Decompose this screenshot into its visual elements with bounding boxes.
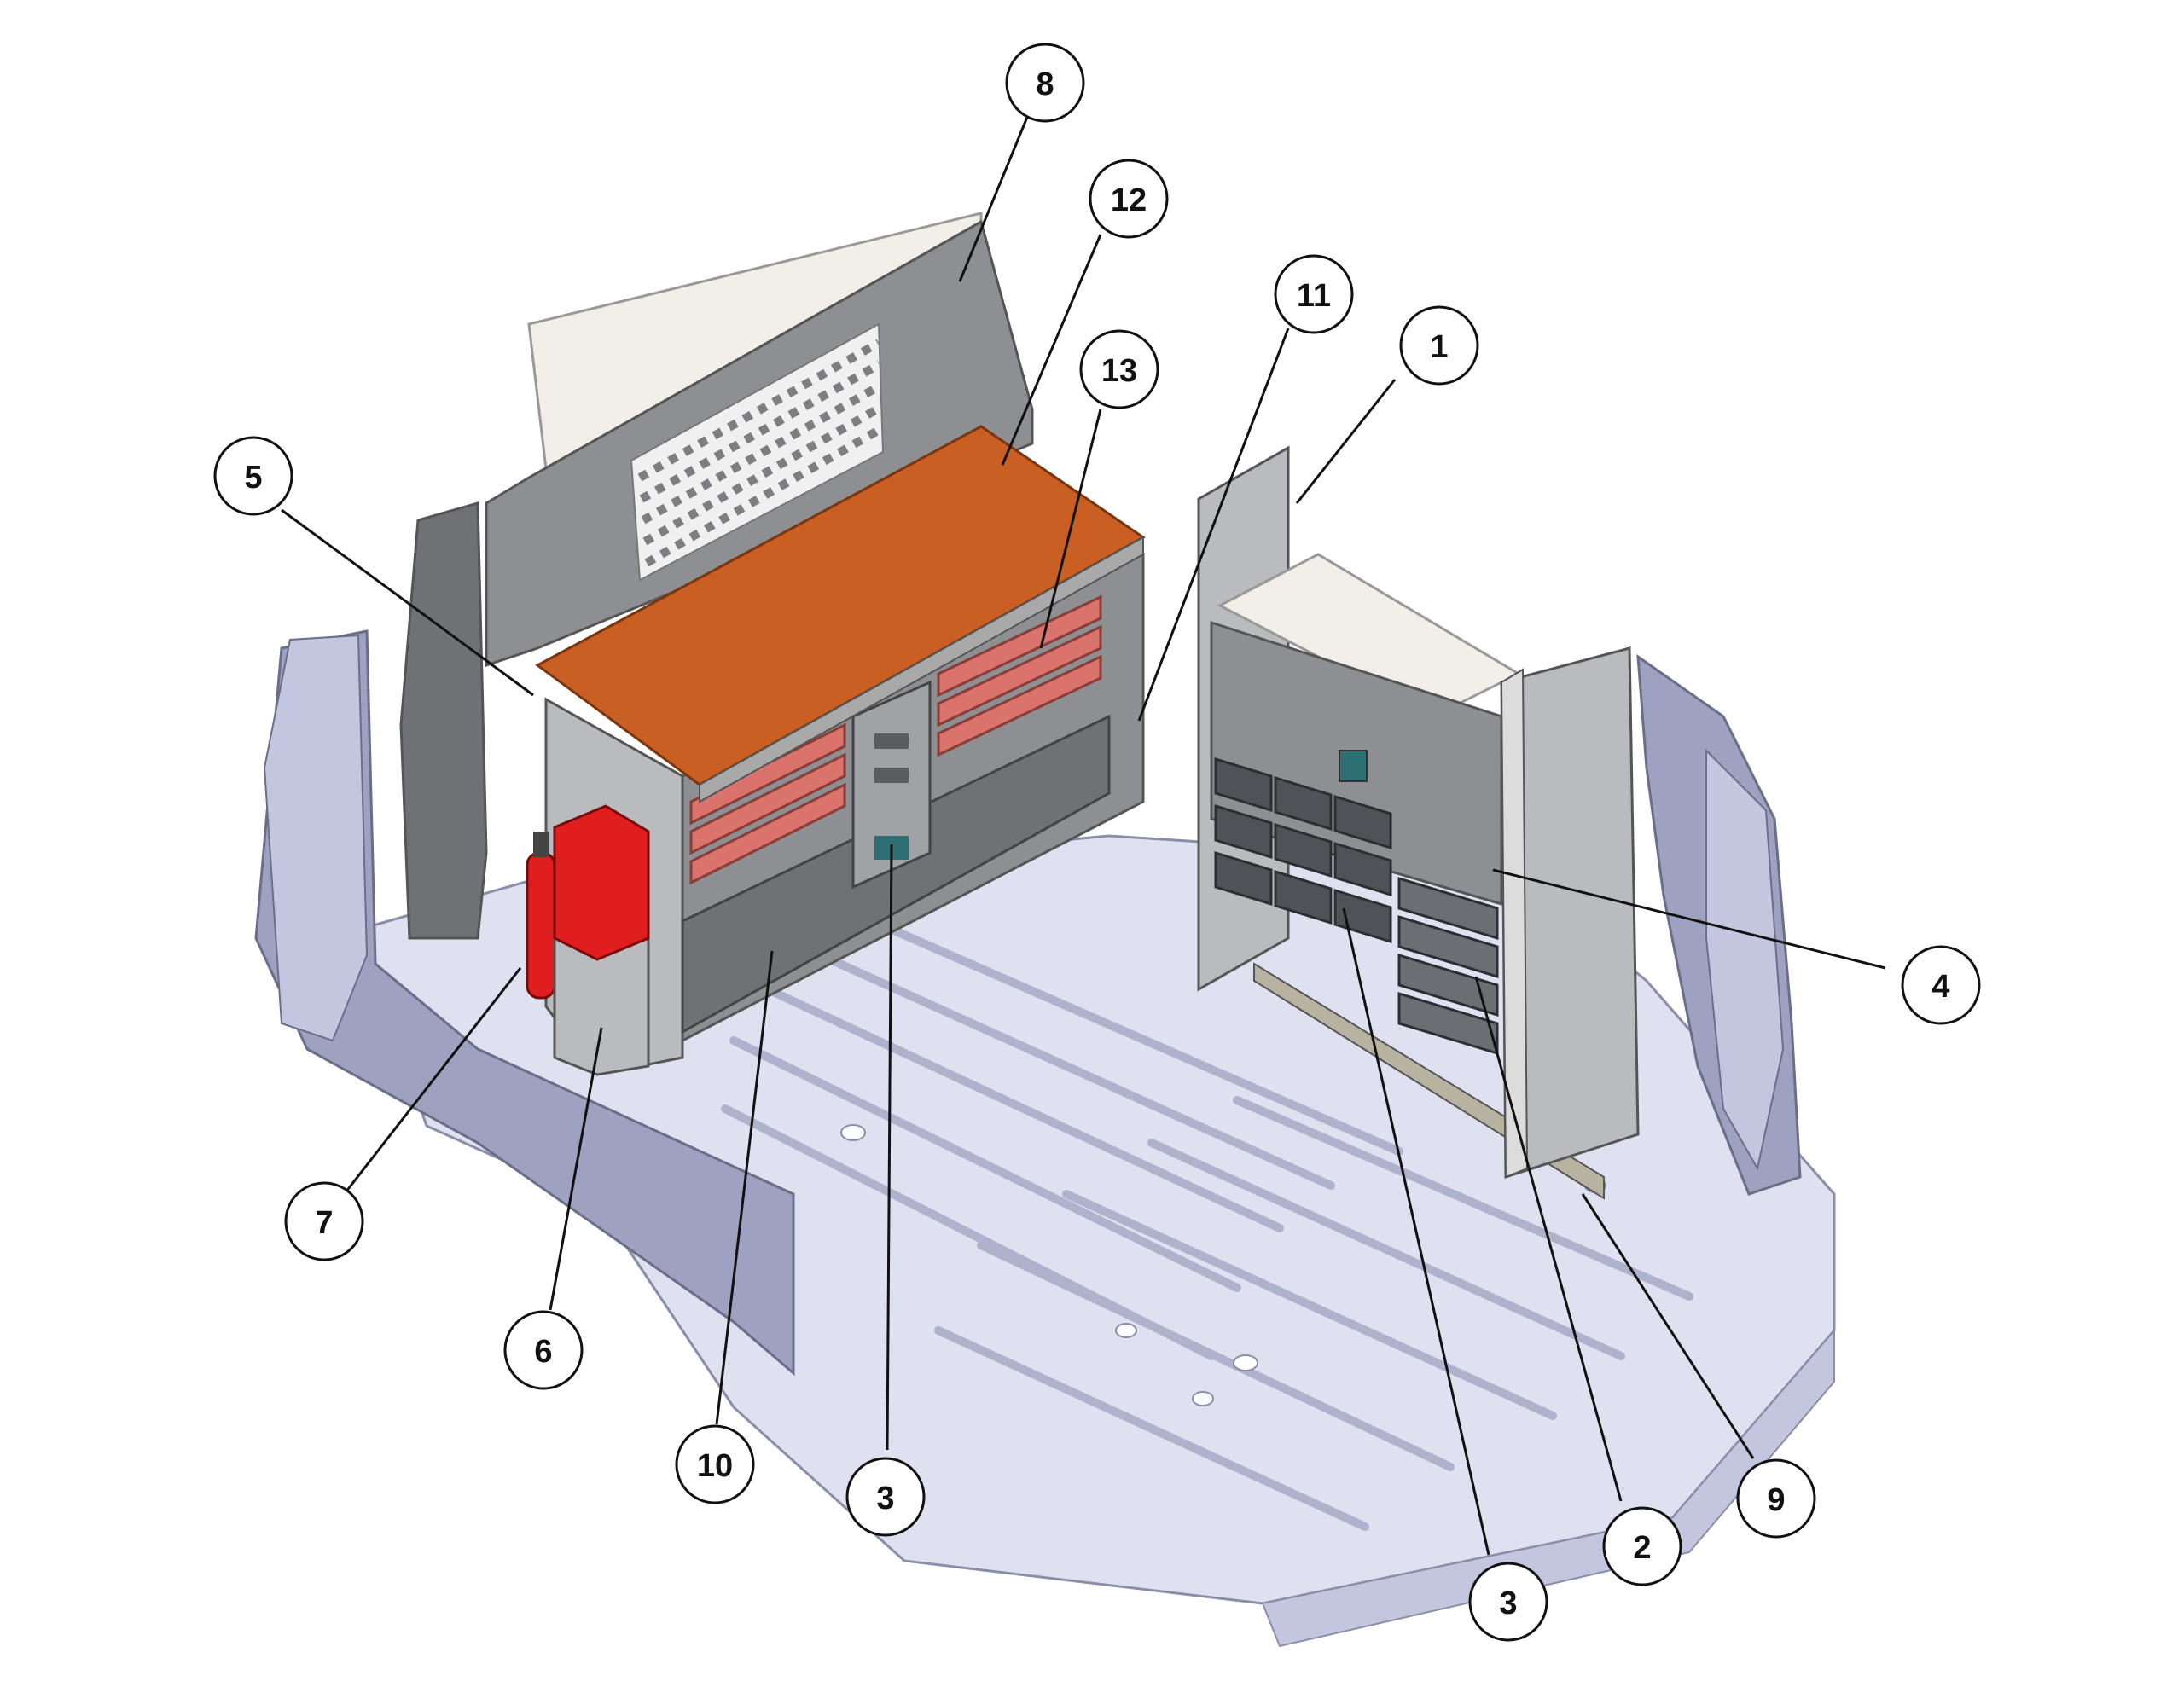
callout-3b: 3 bbox=[1468, 1562, 1548, 1642]
left-pillar bbox=[263, 634, 369, 1042]
leader-11 bbox=[1137, 328, 1290, 722]
leader-12 bbox=[1001, 234, 1102, 466]
end-panel-edge bbox=[1500, 668, 1529, 1179]
callout-12: 12 bbox=[1089, 159, 1169, 239]
workbench-lower-door bbox=[681, 714, 1111, 1035]
leader-9 bbox=[1581, 1193, 1755, 1459]
svg-text:2: 2 bbox=[1633, 1530, 1651, 1566]
latch-handle bbox=[874, 768, 909, 783]
svg-text:4: 4 bbox=[1931, 969, 1949, 1005]
leader-3a bbox=[886, 844, 893, 1451]
leader-6 bbox=[549, 1027, 603, 1311]
svg-text:10: 10 bbox=[697, 1448, 733, 1484]
svg-text:1: 1 bbox=[1430, 329, 1448, 365]
callout-11: 11 bbox=[1274, 254, 1354, 334]
callout-9: 9 bbox=[1736, 1458, 1816, 1539]
shelf-latch bbox=[1339, 750, 1368, 782]
leader-lines bbox=[281, 114, 1886, 1556]
callout-5: 5 bbox=[213, 436, 293, 516]
callout-8: 8 bbox=[1005, 43, 1085, 123]
workbench-latch-column bbox=[851, 680, 932, 890]
workbench-drawers-left bbox=[689, 722, 846, 885]
workbench-drawers-right bbox=[937, 594, 1102, 757]
callout-2: 2 bbox=[1602, 1506, 1682, 1586]
svg-text:5: 5 bbox=[244, 460, 262, 496]
callout-3a: 3 bbox=[845, 1457, 926, 1537]
worktop-edge bbox=[699, 536, 1144, 803]
latch-handle bbox=[874, 733, 909, 749]
svg-text:6: 6 bbox=[534, 1334, 552, 1370]
callout-10: 10 bbox=[675, 1424, 755, 1504]
svg-text:11: 11 bbox=[1297, 278, 1331, 314]
callout-4: 4 bbox=[1901, 945, 1981, 1025]
leader-10 bbox=[715, 950, 774, 1425]
callout-6: 6 bbox=[503, 1310, 584, 1390]
leader-13 bbox=[1039, 409, 1102, 649]
shelf-drawers bbox=[1397, 876, 1499, 1056]
shelf-bins bbox=[1214, 757, 1392, 944]
callout-1: 1 bbox=[1399, 305, 1479, 386]
leader-1 bbox=[1295, 379, 1397, 504]
svg-text:3: 3 bbox=[1499, 1586, 1517, 1621]
bulkhead-wing-left bbox=[399, 501, 488, 940]
bulkhead-partition bbox=[399, 212, 1034, 940]
callouts: 8 12 11 1 13 5 4 7 bbox=[213, 43, 1981, 1642]
callout-13: 13 bbox=[1079, 329, 1159, 409]
svg-text:7: 7 bbox=[315, 1205, 333, 1241]
leader-2 bbox=[1474, 976, 1623, 1502]
leader-8 bbox=[958, 114, 1030, 282]
right-shelving-unit bbox=[1197, 445, 1640, 1200]
svg-text:9: 9 bbox=[1767, 1482, 1785, 1518]
fire-extinguisher bbox=[526, 832, 556, 1000]
extinguisher-box bbox=[553, 804, 650, 961]
mesh-pattern bbox=[637, 339, 885, 567]
left-workbench bbox=[526, 425, 1146, 1076]
svg-text:13: 13 bbox=[1101, 353, 1137, 389]
callout-7: 7 bbox=[284, 1181, 364, 1261]
floor-rear-lip bbox=[1261, 1328, 1835, 1648]
svg-text:12: 12 bbox=[1111, 183, 1147, 218]
leader-7 bbox=[344, 967, 522, 1193]
leader-5 bbox=[281, 508, 534, 697]
right-pillar bbox=[1705, 748, 1785, 1171]
svg-text:8: 8 bbox=[1036, 67, 1054, 102]
svg-text:3: 3 bbox=[876, 1481, 894, 1516]
leader-3b bbox=[1342, 907, 1490, 1556]
leader-4 bbox=[1492, 868, 1886, 970]
